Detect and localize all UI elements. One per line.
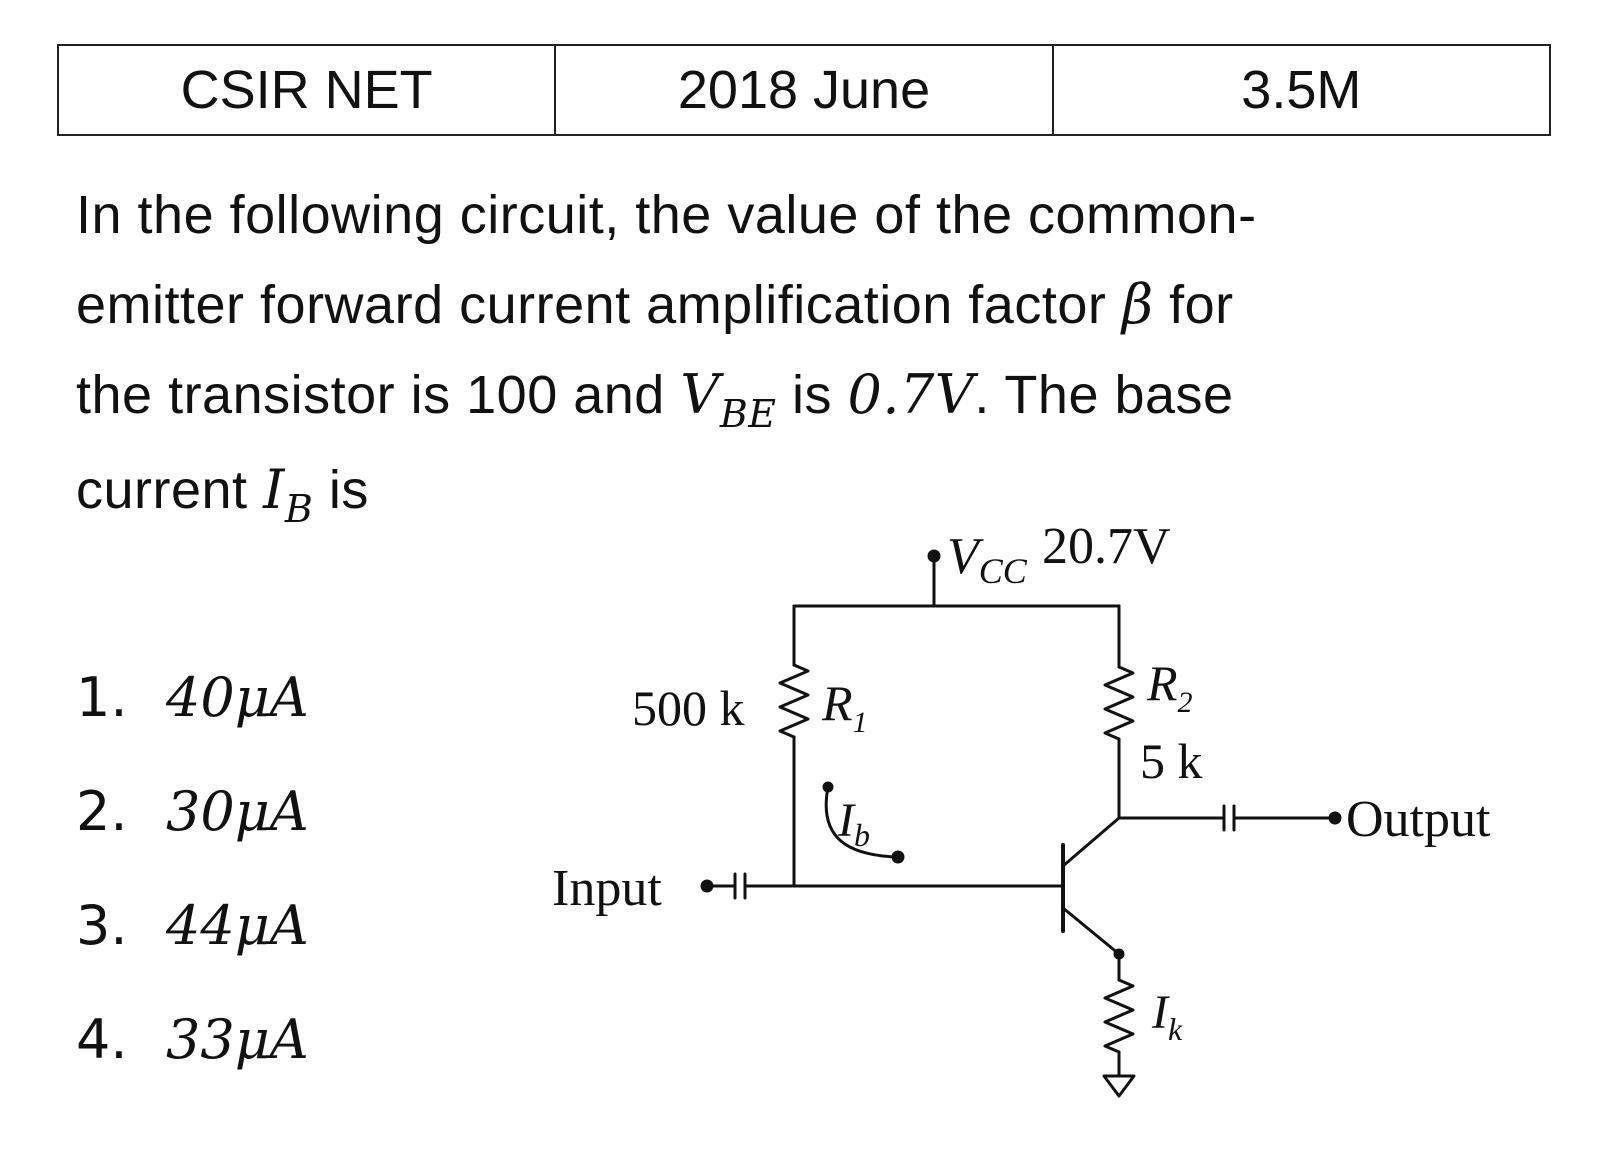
vbe-symbol: VBE	[680, 363, 777, 436]
question-text: In the following circuit, the value of t…	[76, 170, 1532, 540]
output-terminal-dot	[1328, 811, 1342, 825]
option-4[interactable]: 4.33μA	[76, 1008, 309, 1071]
option-3[interactable]: 3.44μA	[76, 894, 309, 957]
input-label: Input	[552, 860, 662, 917]
r1-label: R1	[821, 675, 868, 739]
ik-label: Ik	[1151, 986, 1183, 1047]
ib-label: Ib	[837, 794, 870, 853]
beta-symbol: β	[1121, 273, 1154, 336]
transistor-emitter	[1061, 906, 1121, 956]
vcc-label: VCC	[947, 528, 1028, 591]
header-exam: CSIR NET	[56, 44, 557, 136]
option-1[interactable]: 1.40μA	[76, 666, 309, 729]
question-line-4: current IB is	[76, 458, 369, 531]
r2-value: 5 k	[1140, 733, 1203, 789]
header-session: 2018 June	[554, 44, 1054, 136]
vcc-value: 20.7V	[1042, 518, 1171, 575]
ground-icon	[1102, 1074, 1136, 1098]
vbe-value: 0.7V	[847, 363, 975, 426]
header-table: CSIR NET 2018 June 3.5M	[56, 44, 1552, 136]
header-marks: 3.5M	[1051, 44, 1552, 136]
question-line-2: emitter forward current amplification fa…	[76, 273, 1234, 336]
ib-arrow	[824, 785, 898, 859]
option-2[interactable]: 2.30μA	[76, 780, 309, 843]
ib-symbol: IB	[263, 458, 314, 531]
re-resistor	[1103, 978, 1135, 1054]
output-label: Output	[1346, 791, 1491, 848]
r2-resistor	[1103, 665, 1135, 741]
ib-arrow-end-dot	[891, 850, 905, 864]
r1-value: 500 k	[632, 680, 745, 736]
question-line-3: the transistor is 100 and VBE is 0.7V. T…	[76, 363, 1234, 436]
r1-resistor	[778, 663, 810, 739]
transistor-collector	[1061, 816, 1121, 868]
r2-label: R2	[1146, 655, 1193, 719]
options-list: 1.40μA 2.30μA 3.44μA 4.33μA	[76, 668, 309, 1124]
question-line-1: In the following circuit, the value of t…	[76, 185, 1257, 245]
